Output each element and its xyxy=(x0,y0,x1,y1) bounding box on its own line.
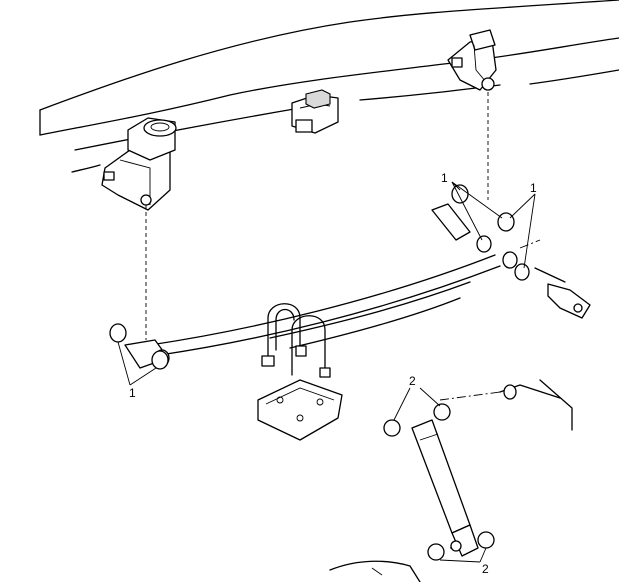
alignment-lines xyxy=(145,92,541,549)
leaf-spring xyxy=(124,251,518,369)
front-spring-hanger-bracket xyxy=(101,117,177,211)
lower-mount-partial xyxy=(329,560,421,583)
callout-1-rear-side: 1 xyxy=(530,181,537,195)
rear-shackle-hanger-bracket xyxy=(447,29,497,91)
callout-1-rear-upper: 1 xyxy=(441,171,448,185)
spring-seat-plate xyxy=(257,379,343,441)
bump-stop-bracket xyxy=(291,89,339,134)
front-bushings xyxy=(109,323,169,370)
rear-shackle-assembly xyxy=(431,184,591,319)
callout-1-front: 1 xyxy=(129,386,136,400)
u-bolts xyxy=(261,303,331,378)
shock-upper-mount xyxy=(499,379,573,431)
callout-2-lower: 2 xyxy=(482,562,489,576)
shock-absorber xyxy=(383,403,495,561)
vehicle-frame xyxy=(39,0,619,173)
callout-2-upper: 2 xyxy=(409,374,416,388)
leader-lines xyxy=(117,181,536,563)
